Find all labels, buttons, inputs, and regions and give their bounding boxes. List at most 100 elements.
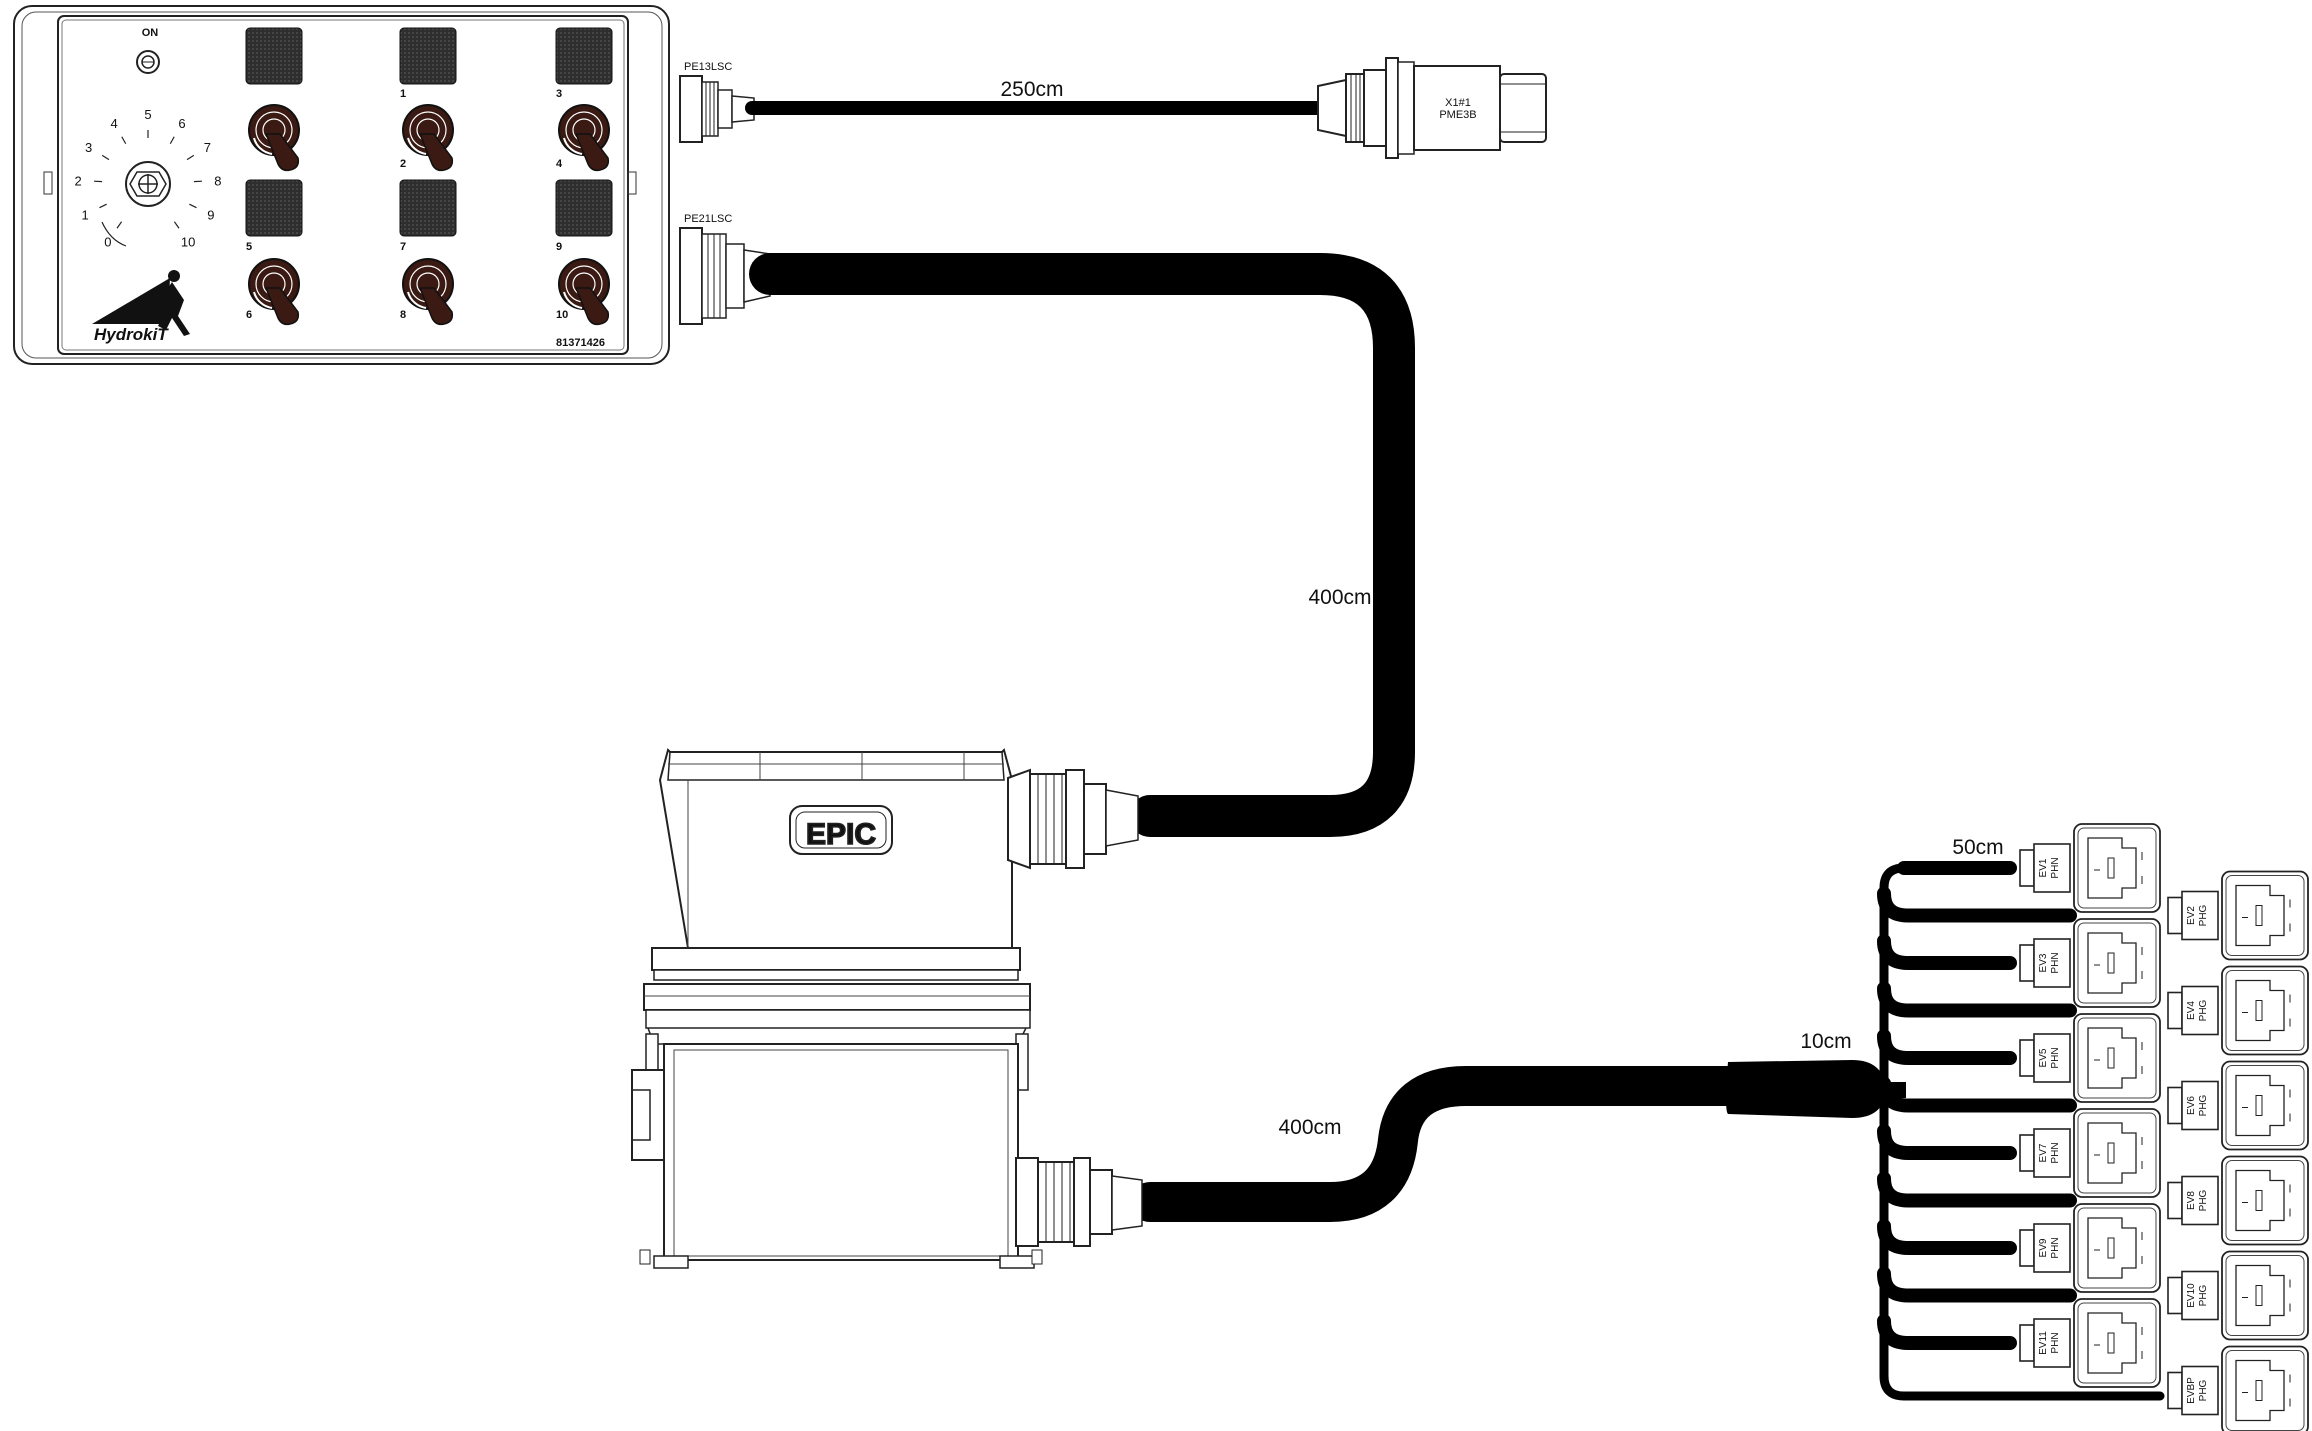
epic-connector: EPIC: [631, 748, 1043, 1269]
cable-400cm-lower: [1130, 1066, 1750, 1222]
valve-code: EV7: [2038, 1143, 2049, 1162]
switch-label-3: 3: [556, 88, 562, 100]
dial-tick: [121, 136, 127, 145]
cable-length-10: 10cm: [1800, 1030, 1851, 1053]
dial-number: 9: [207, 208, 214, 223]
switch-label-4: 4: [556, 158, 563, 170]
epic-gland-upper: [1007, 768, 1139, 870]
valve-type: PHN: [2050, 1047, 2061, 1068]
dial-number: 4: [110, 116, 117, 131]
valve-type: PHN: [2050, 952, 2061, 973]
breakout-lead: [1877, 1124, 2017, 1160]
dial-number: 0: [104, 234, 111, 249]
indicator-pad: [555, 27, 613, 85]
cable-length-400-lower: 400cm: [1278, 1116, 1341, 1139]
valve-code: EV2: [2186, 906, 2197, 925]
dial-number: 2: [74, 173, 81, 188]
switch-label-10: 10: [556, 309, 568, 321]
breakout-lead: [1877, 1076, 2077, 1113]
breakout-lead: [1877, 981, 2077, 1018]
dial-tick: [99, 203, 107, 209]
dial-number: 5: [144, 107, 151, 122]
valve-type: PHG: [2198, 1379, 2209, 1401]
valve-type: PHN: [2050, 1237, 2061, 1258]
valve-type: PHG: [2198, 1189, 2209, 1211]
indicator-pad: [399, 27, 457, 85]
breakout-lead: [1877, 934, 2017, 970]
breakout-lead: [1877, 1266, 2077, 1303]
valve-type: PHG: [2198, 1284, 2209, 1306]
indicator-pad: [245, 179, 303, 237]
part-number: 81371426: [556, 337, 605, 349]
plug-pme3b: X1#1 PME3B: [1317, 57, 1547, 159]
dial-number: 8: [214, 173, 221, 188]
dial-number: 6: [178, 116, 185, 131]
runner-icon: [158, 270, 190, 336]
brand-name: HydrokiT: [94, 325, 169, 344]
cable-length-250: 250cm: [1000, 78, 1063, 101]
dial-number: 10: [181, 234, 195, 249]
toggle-switch[interactable]: [558, 104, 610, 172]
dial-tick: [189, 203, 197, 209]
toggle-switch[interactable]: [558, 258, 610, 326]
dial-number: 3: [85, 140, 92, 155]
switch-label-1: 1: [400, 88, 406, 100]
valve-code: EV10: [2186, 1283, 2197, 1308]
plug-model: PME3B: [1439, 109, 1476, 121]
valve-type: PHG: [2198, 999, 2209, 1021]
breakout-lead: [1877, 1314, 2017, 1350]
valve-code: EV4: [2186, 1001, 2197, 1020]
gland-label-bottom: PE21LSC: [684, 213, 732, 225]
valve-type: PHG: [2198, 1094, 2209, 1116]
switch-label-9: 9: [556, 241, 562, 253]
indicator-pad: [555, 179, 613, 237]
indicator-pad: [245, 27, 303, 85]
gland-pe13lsc: PE13LSC: [679, 61, 755, 143]
rotary-selector-knob[interactable]: [125, 161, 171, 207]
valve-code: EV5: [2038, 1048, 2049, 1067]
switch-label-6: 6: [246, 309, 252, 321]
toggle-switch[interactable]: [402, 104, 454, 172]
epic-gland-lower: [1015, 1157, 1143, 1247]
valve-code: EV8: [2186, 1191, 2197, 1210]
toggle-switch[interactable]: [402, 258, 454, 326]
breakout-lead: [1877, 886, 2077, 923]
valve-code: EV3: [2038, 953, 2049, 972]
cable-400cm-upper: [749, 253, 1415, 837]
dial-tick: [169, 136, 175, 145]
epic-label: EPIC: [806, 818, 876, 851]
switch-label-7: 7: [400, 241, 406, 253]
breakout-bus: [1879, 863, 2165, 1401]
brand-logo: HydrokiT: [92, 270, 190, 344]
valve-type: PHN: [2050, 1142, 2061, 1163]
toggle-switch[interactable]: [248, 104, 300, 172]
on-indicator-icon: [136, 50, 160, 74]
valve-type: PHN: [2050, 857, 2061, 878]
gland-label-top: PE13LSC: [684, 61, 732, 73]
dial-tick: [101, 154, 110, 161]
switch-label-2: 2: [400, 158, 406, 170]
dial-tick: [186, 154, 195, 161]
toggle-switch[interactable]: [248, 258, 300, 326]
valve-type: PHN: [2050, 1332, 2061, 1353]
plug-id: X1#1: [1445, 97, 1471, 109]
dial-number: 1: [81, 208, 88, 223]
dial-tick: [173, 221, 180, 229]
valve-code: EV1: [2038, 858, 2049, 877]
cable-length-50: 50cm: [1952, 836, 2003, 859]
breakout-lead: [1877, 1219, 2017, 1255]
breakout-splitter: [1726, 1060, 1886, 1118]
breakout-lead: [1877, 1029, 2017, 1065]
